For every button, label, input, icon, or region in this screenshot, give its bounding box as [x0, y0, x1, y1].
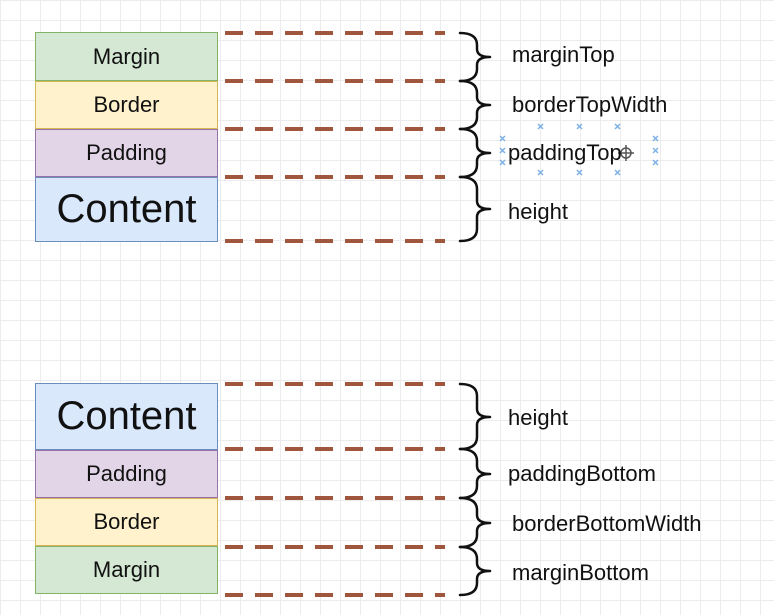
top-margin-box[interactable]: Margin	[35, 32, 218, 81]
label-padding-top[interactable]: paddingTop	[508, 140, 622, 165]
label-margin-bottom: marginBottom	[512, 560, 649, 585]
brace-bottom-padding	[458, 447, 492, 500]
label-padding-bottom: paddingBottom	[508, 461, 656, 486]
label-height-bottom: height	[508, 405, 568, 430]
top-border-box[interactable]: Border	[35, 81, 218, 129]
brace-top-border	[458, 79, 492, 131]
brace-top-content	[458, 175, 492, 243]
label-height-top: height	[508, 199, 568, 224]
top-padding-box[interactable]: Padding	[35, 129, 218, 177]
move-cursor-icon	[618, 145, 634, 161]
brace-top-margin	[458, 31, 492, 83]
label-margin-top: marginTop	[512, 42, 615, 67]
brace-bottom-border	[458, 496, 492, 549]
bottom-padding-box[interactable]: Padding	[35, 450, 218, 498]
brace-bottom-content	[458, 382, 492, 451]
brace-bottom-margin	[458, 545, 492, 597]
top-content-box[interactable]: Content	[35, 177, 218, 242]
bottom-margin-box[interactable]: Margin	[35, 546, 218, 594]
label-border-top-width: borderTopWidth	[512, 92, 668, 117]
brace-top-padding	[458, 127, 492, 179]
bottom-content-box[interactable]: Content	[35, 383, 218, 450]
bottom-border-box[interactable]: Border	[35, 498, 218, 546]
label-border-bottom-width: borderBottomWidth	[512, 511, 702, 536]
selection-handles[interactable]	[499, 123, 659, 176]
